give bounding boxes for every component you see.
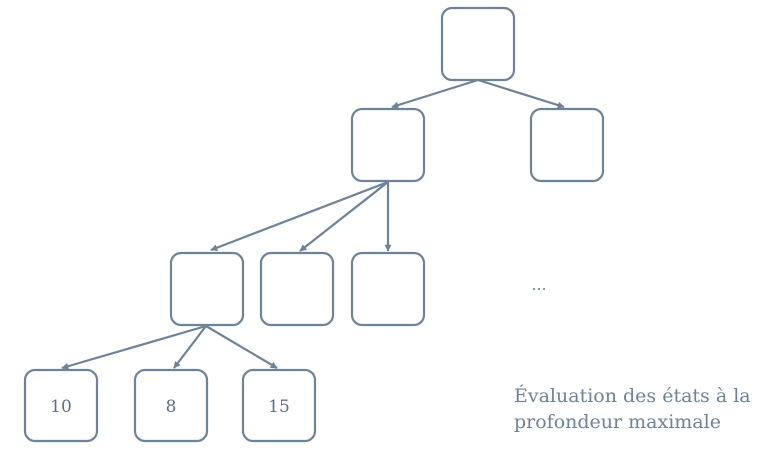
edge-l1-to-l2-a xyxy=(210,180,389,252)
node-box xyxy=(350,251,426,327)
node-box xyxy=(440,6,516,82)
tree-node-l1-right xyxy=(529,107,605,183)
tree-leaf-b: 8 xyxy=(133,368,209,443)
node-box xyxy=(241,368,317,443)
edge-l2-to-l3-c xyxy=(205,325,278,369)
edge-l2-to-l3-a xyxy=(61,324,207,370)
node-box xyxy=(350,107,426,183)
node-box xyxy=(259,251,335,327)
tree-edges xyxy=(61,78,565,370)
edge-root-to-l1-left xyxy=(391,78,479,109)
edge-l2-to-l3-b xyxy=(173,325,207,369)
edge-root-to-l1-right xyxy=(477,78,565,109)
tree-node-l2-b xyxy=(259,251,335,327)
tree-leaf-a: 10 xyxy=(23,368,99,443)
leaf-value: 15 xyxy=(268,397,290,417)
tree-node-l1-left xyxy=(350,107,426,183)
node-box xyxy=(529,107,605,183)
edge-l1-to-l2-b xyxy=(299,181,389,252)
leaf-value: 10 xyxy=(50,397,72,417)
caption-line-1: Évaluation des états à la xyxy=(514,384,751,407)
tree-node-root xyxy=(440,6,516,82)
tree-node-l2-c xyxy=(350,251,426,327)
node-box xyxy=(23,368,99,443)
caption-line-2: profondeur maximale xyxy=(514,411,721,433)
node-box xyxy=(133,368,209,443)
more-nodes-ellipsis: ... xyxy=(531,275,546,294)
node-box xyxy=(169,251,245,327)
leaf-value: 8 xyxy=(166,397,177,417)
tree-node-l2-a xyxy=(169,251,245,327)
caption: Évaluation des états à la profondeur max… xyxy=(514,384,751,433)
tree-leaf-c: 15 xyxy=(241,368,317,443)
